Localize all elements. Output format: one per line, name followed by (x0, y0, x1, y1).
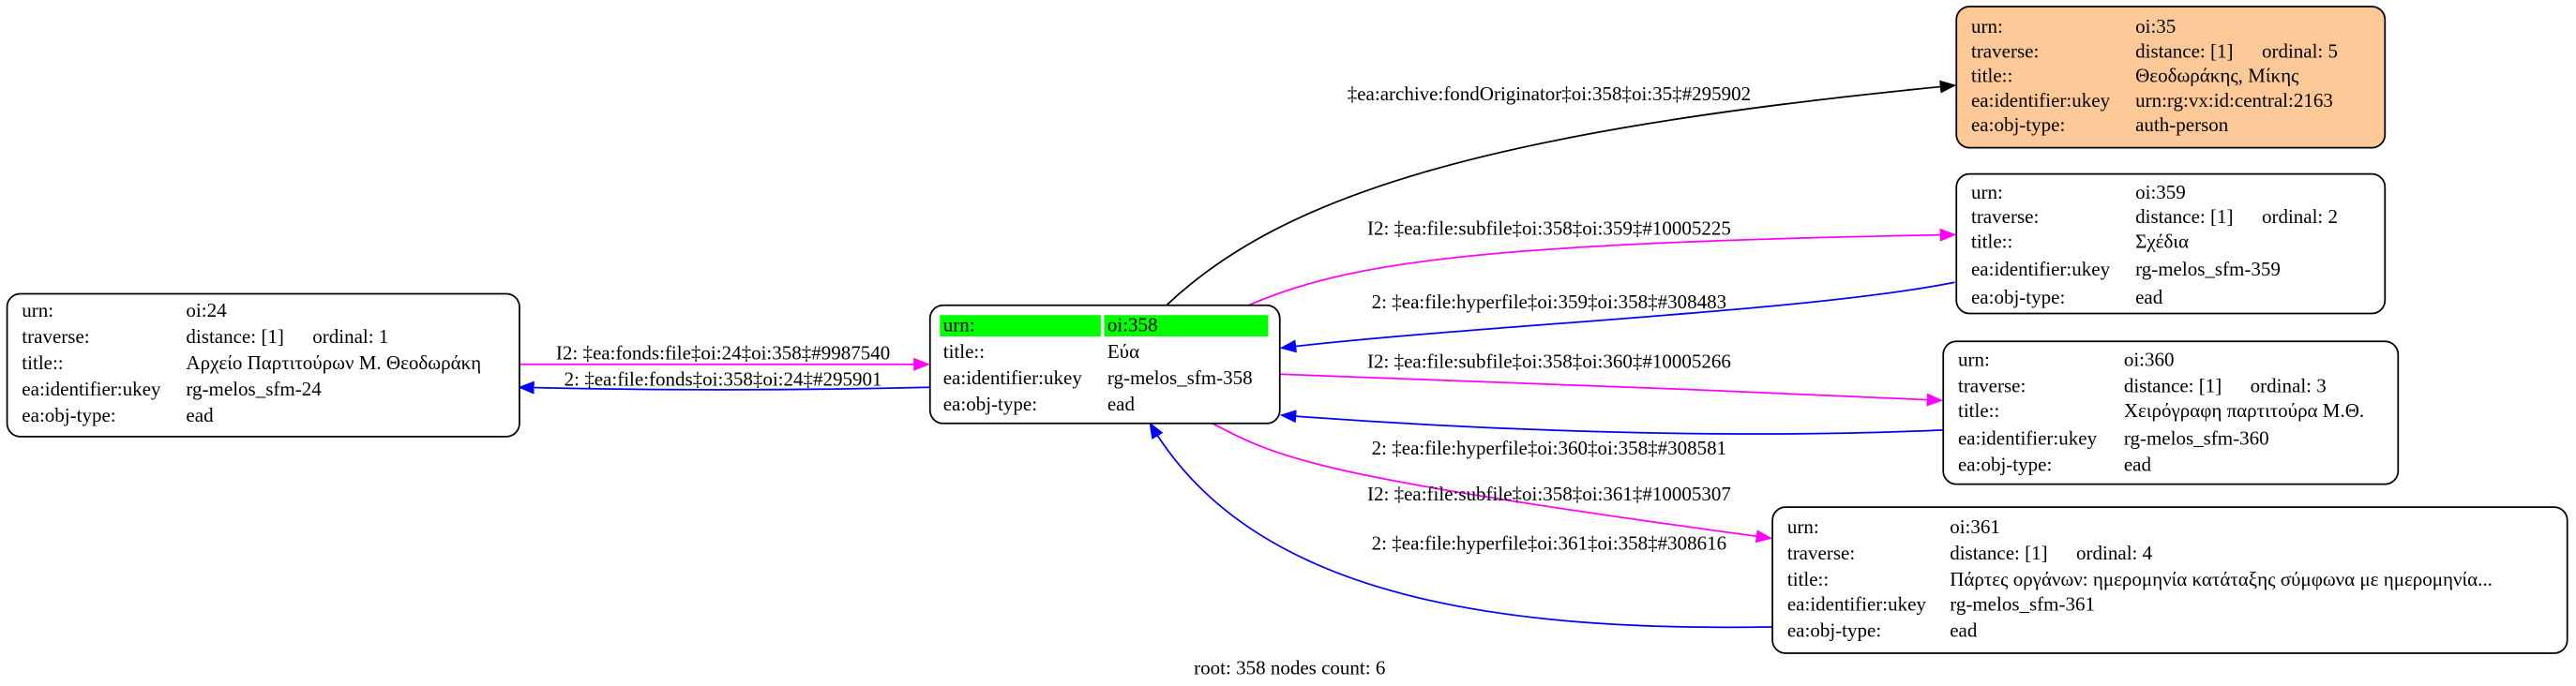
field-key: ea:obj-type: (1971, 286, 2065, 308)
root-highlight (1104, 315, 1269, 336)
field-value: Πάρτες οργάνων: ημερομηνία κατάταξης σύμ… (1950, 568, 2493, 590)
field-key: title:: (22, 351, 63, 374)
edge-361-358: 2: ‡ea:file:hyperfile‡oi:361‡oi:358‡#308… (1149, 422, 1773, 629)
field-value: ead (1950, 619, 1978, 641)
edge-label: 2: ‡ea:file:hyperfile‡oi:360‡oi:358‡#308… (1372, 437, 1727, 459)
field-key: ea:identifier:ukey (1971, 258, 2111, 280)
field-key: urn: (1787, 515, 1819, 538)
field-value: rg-melos_sfm-359 (2135, 258, 2281, 280)
node-oi-24[interactable]: urn: oi:24 traverse: distance: [1] ordinal:… (6, 292, 520, 438)
edge-359-358: 2: ‡ea:file:hyperfile‡oi:359‡oi:358‡#308… (1279, 281, 1955, 353)
field-value: rg-melos_sfm-24 (186, 378, 322, 400)
field-value: rg-melos_sfm-361 (1950, 592, 2095, 615)
edge-label: I2: ‡ea:file:subfile‡oi:358‡oi:359‡#1000… (1367, 216, 1731, 239)
edge-label: 2: ‡ea:file:hyperfile‡oi:361‡oi:358‡#308… (1372, 532, 1727, 555)
edge-label: ‡ea:archive:fondOriginator‡oi:358‡oi:35‡… (1348, 82, 1751, 105)
field-value: distance: [1] (1950, 542, 2047, 564)
field-value: ordinal: 2 (2262, 205, 2338, 228)
edge-358-35: ‡ea:archive:fondOriginator‡oi:358‡oi:35‡… (1166, 80, 1957, 306)
field-value: rg-melos_sfm-360 (2124, 427, 2269, 450)
field-value: Χειρόγραφη παρτιτούρα Μ.Θ. (2124, 399, 2364, 422)
field-value: oi:361 (1950, 515, 2000, 538)
field-key: urn: (1971, 181, 2003, 203)
field-key: ea:obj-type: (943, 393, 1037, 415)
edge-360-358: 2: ‡ea:file:hyperfile‡oi:360‡oi:358‡#308… (1279, 410, 1944, 459)
node-oi-359[interactable]: urn: oi:359 traverse: distance: [1] ordinal… (1955, 172, 2387, 315)
field-value: distance: [1] (2135, 39, 2233, 62)
field-value: distance: [1] (186, 325, 283, 348)
root-highlight (940, 315, 1101, 336)
field-value: ead (1107, 393, 1136, 415)
graph-footer: root: 358 nodes count: 6 (1194, 657, 1385, 679)
field-value: oi:359 (2135, 181, 2186, 203)
field-value: ordinal: 1 (312, 325, 388, 348)
node-oi-35[interactable]: urn: oi:35 traverse: distance: [1] ordinal:… (1955, 6, 2387, 149)
edge-label: 2: ‡ea:file:fonds‡oi:358‡oi:24‡#295901 (565, 368, 882, 391)
field-key: urn: (1971, 15, 2003, 37)
field-value: rg-melos_sfm-358 (1107, 366, 1253, 389)
field-key: ea:obj-type: (1971, 113, 2065, 136)
field-key: title:: (1971, 65, 2012, 87)
field-key: title:: (1971, 230, 2012, 252)
edge-label: 2: ‡ea:file:hyperfile‡oi:359‡oi:358‡#308… (1372, 291, 1727, 313)
field-key: traverse: (1971, 39, 2039, 62)
node-oi-361[interactable]: urn: oi:361 traverse: distance: [1] ordinal… (1771, 506, 2568, 654)
field-key: ea:obj-type: (22, 404, 115, 426)
field-value: oi:24 (186, 299, 227, 321)
field-key: title:: (943, 340, 985, 363)
field-key: traverse: (1971, 205, 2039, 228)
edge-358-360: I2: ‡ea:file:subfile‡oi:358‡oi:360‡#1000… (1279, 350, 1944, 407)
edge-358-359: I2: ‡ea:file:subfile‡oi:358‡oi:359‡#1000… (1248, 216, 1957, 306)
field-value: oi:35 (2135, 15, 2176, 37)
field-value: urn:rg:vx:id:central:2163 (2135, 89, 2333, 112)
field-key: ea:identifier:ukey (1958, 427, 2098, 450)
field-key: ea:identifier:ukey (1971, 89, 2111, 112)
field-key: title:: (1958, 399, 1999, 422)
field-key: ea:identifier:ukey (943, 366, 1083, 389)
edge-358-24: 2: ‡ea:file:fonds‡oi:358‡oi:24‡#295901 (518, 368, 930, 395)
field-value: Εύα (1107, 340, 1139, 363)
field-value: ordinal: 5 (2262, 39, 2338, 62)
node-oi-360[interactable]: urn: oi:360 traverse: distance: [1] ordinal… (1942, 340, 2400, 485)
field-key: ea:identifier:ukey (1787, 592, 1927, 615)
edge-24-358: I2: ‡ea:fonds:file‡oi:24‡oi:358‡#9987540 (519, 342, 930, 371)
edge-label: I2: ‡ea:file:subfile‡oi:358‡oi:361‡#1000… (1367, 483, 1731, 505)
field-key: traverse: (22, 325, 89, 348)
field-key: urn: (943, 314, 975, 336)
node-oi-358-root[interactable]: urn: oi:358 title::Εύα ea:identifier:ukey… (928, 304, 1281, 425)
field-value: ead (186, 404, 214, 426)
field-key: title:: (1787, 568, 1829, 590)
field-value: ead (2135, 286, 2163, 308)
field-key: urn: (22, 299, 53, 321)
edge-label: I2: ‡ea:fonds:file‡oi:24‡oi:358‡#9987540 (556, 342, 890, 365)
field-value: oi:360 (2124, 349, 2175, 371)
edge-358-361: I2: ‡ea:file:subfile‡oi:358‡oi:361‡#1000… (1212, 423, 1773, 544)
field-value: distance: [1] (2124, 375, 2222, 397)
field-value: Σχέδια (2135, 230, 2189, 252)
field-key: urn: (1958, 349, 1990, 371)
field-value: distance: [1] (2135, 205, 2233, 228)
field-value: Αρχείο Παρτιτούρων Μ. Θεοδωράκη (186, 351, 481, 374)
edge-label: I2: ‡ea:file:subfile‡oi:358‡oi:360‡#1000… (1367, 350, 1731, 372)
field-key: traverse: (1958, 375, 2026, 397)
field-value: ordinal: 4 (2076, 542, 2153, 564)
field-value: oi:358 (1107, 314, 1158, 336)
field-value: ordinal: 3 (2251, 375, 2327, 397)
field-key: traverse: (1787, 542, 1855, 564)
field-value: ead (2124, 454, 2152, 476)
field-key: ea:identifier:ukey (22, 378, 161, 400)
field-key: ea:obj-type: (1958, 454, 2052, 476)
field-value: auth-person (2135, 113, 2229, 136)
field-value: Θεοδωράκης, Μίκης (2135, 65, 2299, 87)
field-key: ea:obj-type: (1787, 619, 1881, 641)
